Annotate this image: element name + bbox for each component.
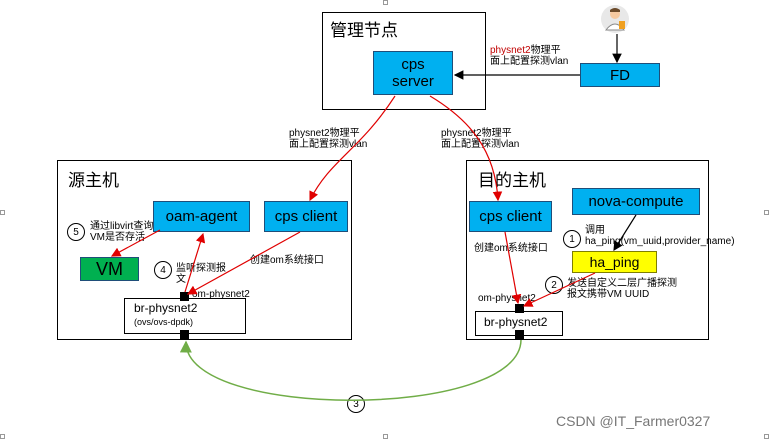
source-create-port-note: 创建om系统接口 [250, 255, 324, 266]
step4-circle: 4 [154, 261, 172, 279]
fd-note-line2: 面上配置探测vlan [490, 56, 569, 67]
dest-create-port-note: 创建om系统接口 [474, 243, 548, 254]
fd-note-rest: 物理平 [530, 45, 561, 56]
step5-note: 通过libvirt查询 VM是否存活 [90, 221, 154, 243]
watermark: CSDN @IT_Farmer0327 [556, 413, 711, 429]
source-host-title: 源主机 [68, 171, 119, 190]
source-uplink-port [180, 330, 189, 339]
fd-box: FD [580, 63, 660, 87]
port-to-oam-agent-arrow [184, 232, 206, 293]
selection-handle-bottom-left[interactable] [0, 434, 5, 439]
cps-server-to-source-client-arrow [309, 95, 396, 202]
step1-circle: 1 [563, 230, 581, 248]
step2-note: 发送自定义二层广播探测 报文携带VM UUID [567, 278, 677, 300]
selection-handle-bottom[interactable] [383, 434, 388, 439]
bridge-uplink-link [179, 339, 522, 401]
nova-compute-box: nova-compute [572, 188, 700, 215]
dest-bridge-title: br-physnet2 [484, 315, 548, 329]
fd-note: physnet2物理平 面上配置探测vlan [490, 45, 568, 67]
selection-handle-bottom-right[interactable] [764, 434, 769, 439]
right-arrow-note: physnet2物理平 面上配置探测vlan [441, 128, 520, 150]
source-bridge-box [124, 298, 246, 334]
fd-note-red: physnet2 [490, 45, 531, 56]
step1-note: 调用 ha_ping(vm_uuid,provider_name) [585, 225, 735, 247]
cps-server-line1: cps [401, 56, 425, 73]
dest-uplink-port [515, 330, 524, 339]
vm-box: VM [80, 257, 139, 281]
ha-ping-box: ha_ping [572, 251, 657, 273]
dest-cps-client-box: cps client [469, 201, 552, 232]
oam-agent-to-vm-arrow [110, 229, 161, 257]
source-port-label: om-physnet2 [192, 289, 250, 300]
cps-server-to-dest-client-arrow [429, 95, 503, 202]
management-node-title: 管理节点 [330, 21, 398, 40]
dest-client-to-port-arrow [504, 231, 522, 305]
dest-port-label: om-physnet2 [478, 293, 536, 304]
cps-server-line2: server [392, 73, 434, 90]
selection-handle-left[interactable] [0, 210, 5, 215]
step5-circle: 5 [67, 223, 85, 241]
selection-handle-top[interactable] [383, 0, 388, 5]
left-arrow-note: physnet2物理平 面上配置探测vlan [289, 128, 368, 150]
selection-handle-right[interactable] [764, 210, 769, 215]
oam-agent-box: oam-agent [153, 201, 250, 232]
step4-note: 监听探测报 文 [176, 263, 226, 285]
source-bridge-title: br-physnet2 [134, 301, 198, 315]
nova-to-ha-ping-arrow [613, 214, 637, 252]
source-bridge-subtitle: (ovs/ovs-dpdk) [134, 317, 194, 327]
source-client-to-port-arrow [186, 231, 301, 295]
source-cps-client-box: cps client [264, 201, 348, 232]
ha-ping-to-port-arrow [522, 272, 596, 307]
source-om-port [180, 292, 189, 301]
cps-server-box: cps server [373, 51, 453, 95]
dest-om-port [515, 304, 524, 313]
admin-user-icon [600, 4, 630, 34]
